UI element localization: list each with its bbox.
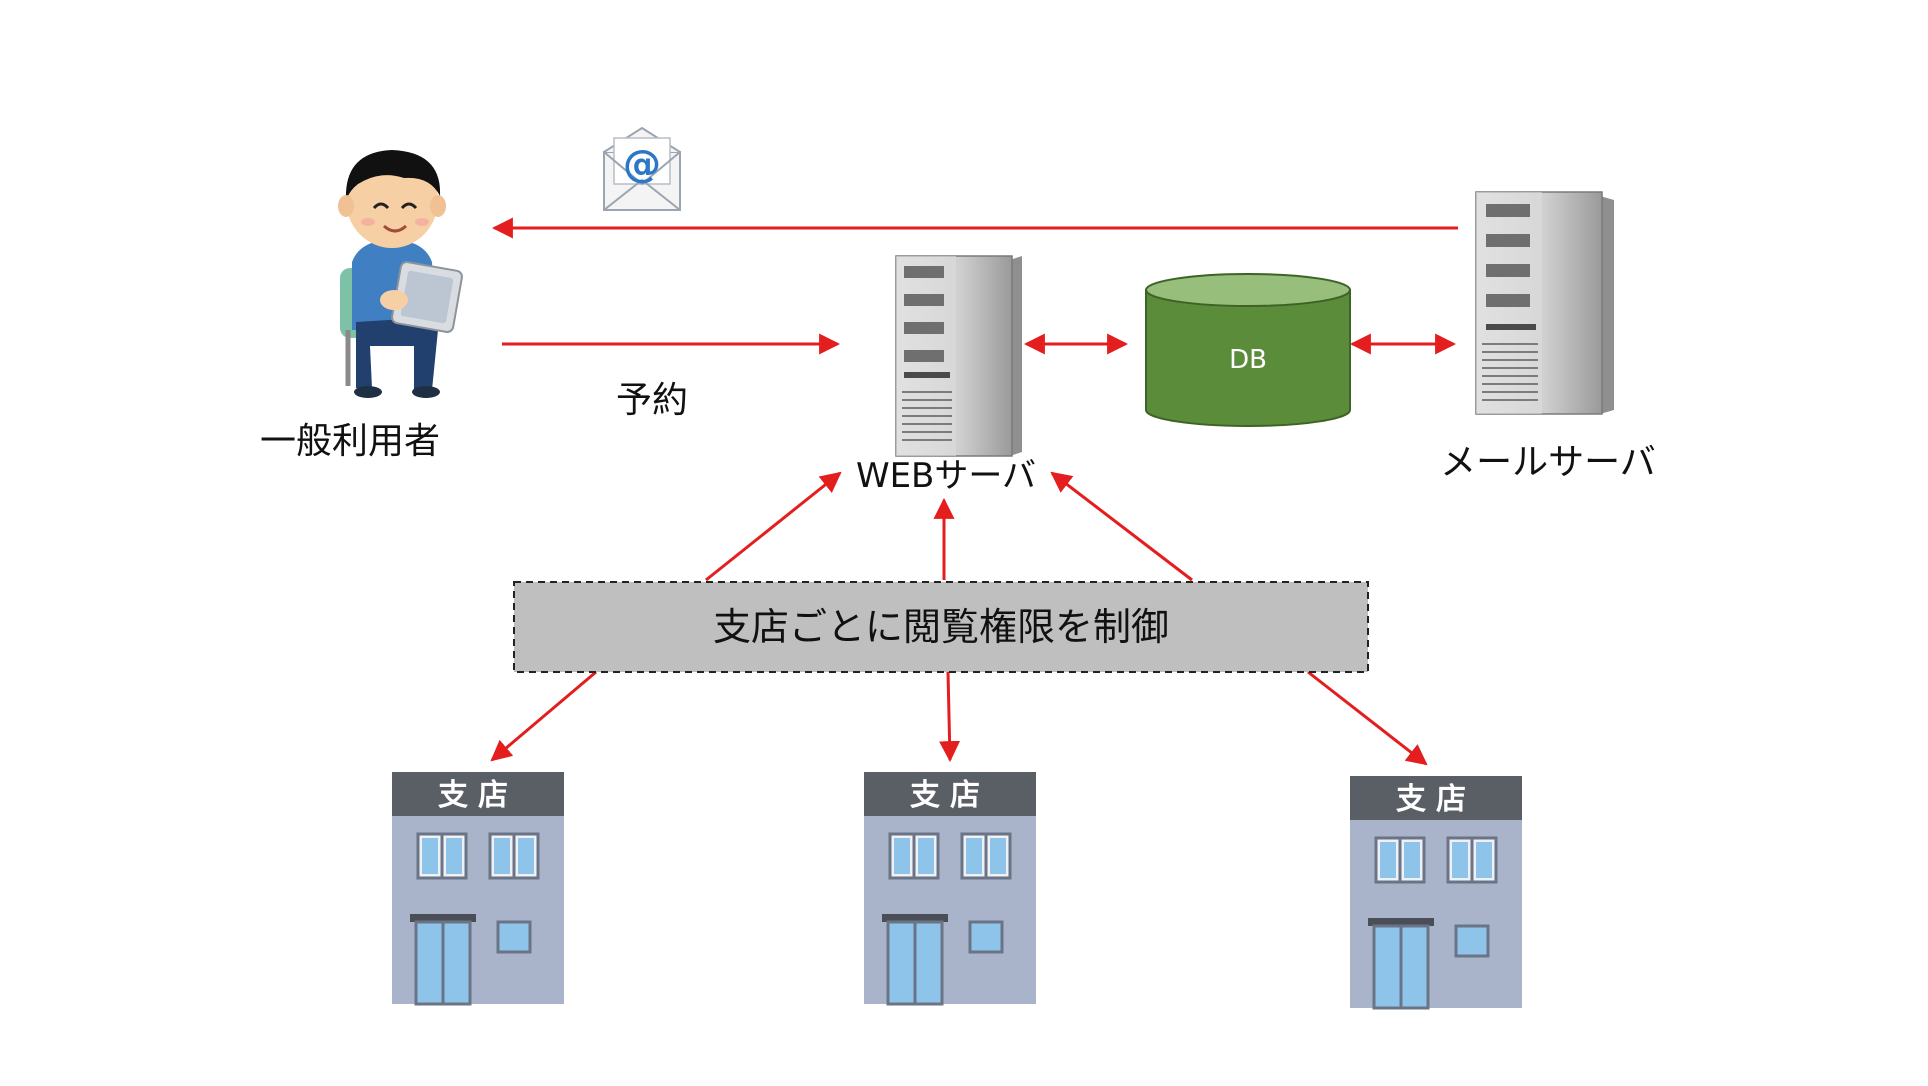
access-control-box	[513, 581, 1369, 673]
mail-server-icon	[1475, 191, 1614, 415]
branch-sign-right: 支店	[1396, 782, 1476, 817]
user-person-icon	[338, 150, 463, 398]
web-server-icon	[895, 255, 1022, 457]
branch-sign-left: 支店	[438, 778, 518, 813]
arrow-control-to-web-left	[705, 471, 842, 582]
branch-building-icon-left: 支店	[392, 772, 564, 1006]
email-icon: @	[603, 126, 681, 211]
arrow-control-to-branch-center	[939, 671, 961, 763]
database-icon	[1145, 273, 1351, 427]
branch-building-icon-right: 支店	[1350, 776, 1522, 1010]
access-control-label: 支店ごとに閲覧権限を制御	[713, 605, 1169, 649]
web-server-label: WEBサーバ	[856, 456, 1036, 496]
db-label: DB	[1229, 345, 1267, 375]
arrow-control-to-web-right	[1050, 471, 1193, 582]
branch-building-icon-center: 支店	[864, 772, 1036, 1006]
reserve-label: 予約	[616, 380, 688, 421]
arrow-control-to-branch-left	[490, 670, 597, 762]
arrow-control-to-branch-right	[1307, 670, 1428, 766]
arrows	[490, 217, 1458, 766]
mail-server-label: メールサーバ	[1440, 442, 1656, 483]
branch-sign-center: 支店	[910, 778, 990, 813]
email-at-symbol: @	[623, 142, 661, 186]
user-label: 一般利用者	[260, 421, 440, 462]
